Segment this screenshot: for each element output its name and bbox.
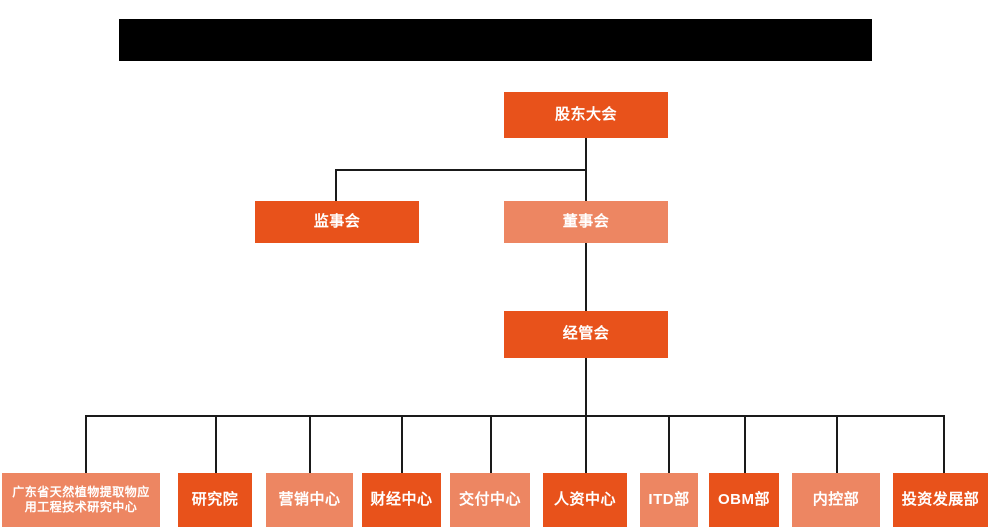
node-label: 财经中心 xyxy=(370,490,433,508)
node-itd-department[interactable]: ITD部 xyxy=(640,473,698,527)
connector-drop-itd-department xyxy=(668,415,670,473)
node-investment-development-department[interactable]: 投资发展部 xyxy=(893,473,988,527)
connector-drop-internal-control-department xyxy=(836,415,838,473)
node-guangdong-research-center[interactable]: 广东省天然植物提取物应 用工程技术研究中心 xyxy=(2,473,160,527)
connector-drop-delivery-center xyxy=(490,415,492,473)
node-shareholders-meeting[interactable]: 股东大会 xyxy=(504,92,668,138)
connector-drop-marketing-center xyxy=(309,415,311,473)
node-label: 人资中心 xyxy=(553,490,616,508)
redacted-title-bar xyxy=(119,19,872,61)
node-marketing-center[interactable]: 营销中心 xyxy=(266,473,353,527)
node-management-committee[interactable]: 经管会 xyxy=(504,311,668,358)
connector-department-bus xyxy=(85,415,944,417)
connector-shareholders-down xyxy=(585,138,587,170)
node-label: 经管会 xyxy=(562,325,610,343)
connector-drop-finance-center xyxy=(401,415,403,473)
connector-drop-research-institute xyxy=(215,415,217,473)
node-label: 董事会 xyxy=(562,212,610,230)
node-label: 交付中心 xyxy=(458,490,521,508)
connector-drop-investment-development-department xyxy=(943,415,945,473)
node-label: 股东大会 xyxy=(554,105,617,123)
connector-drop-obm-department xyxy=(744,415,746,473)
node-obm-department[interactable]: OBM部 xyxy=(709,473,779,527)
node-hr-center[interactable]: 人资中心 xyxy=(543,473,627,527)
node-board-of-directors[interactable]: 董事会 xyxy=(504,201,668,243)
node-label: OBM部 xyxy=(718,490,770,508)
connector-directors-to-management xyxy=(585,243,587,311)
connector-level2-horizontal xyxy=(335,169,587,171)
node-label: 广东省天然植物提取物应 用工程技术研究中心 xyxy=(12,485,150,514)
node-label: 监事会 xyxy=(313,212,361,230)
connector-management-down xyxy=(585,358,587,416)
connector-supervisors-down xyxy=(335,169,337,201)
connector-directors-down xyxy=(585,169,587,201)
node-delivery-center[interactable]: 交付中心 xyxy=(450,473,530,527)
node-research-institute[interactable]: 研究院 xyxy=(178,473,252,527)
node-label: 研究院 xyxy=(191,490,239,508)
connector-drop-guangdong-research-center xyxy=(85,415,87,473)
node-board-of-supervisors[interactable]: 监事会 xyxy=(255,201,419,243)
node-internal-control-department[interactable]: 内控部 xyxy=(792,473,880,527)
node-label: 投资发展部 xyxy=(901,490,980,508)
connector-drop-hr-center xyxy=(585,415,587,473)
node-finance-center[interactable]: 财经中心 xyxy=(362,473,441,527)
node-label: 营销中心 xyxy=(278,490,341,508)
node-label: ITD部 xyxy=(648,490,690,508)
node-label: 内控部 xyxy=(812,490,860,508)
